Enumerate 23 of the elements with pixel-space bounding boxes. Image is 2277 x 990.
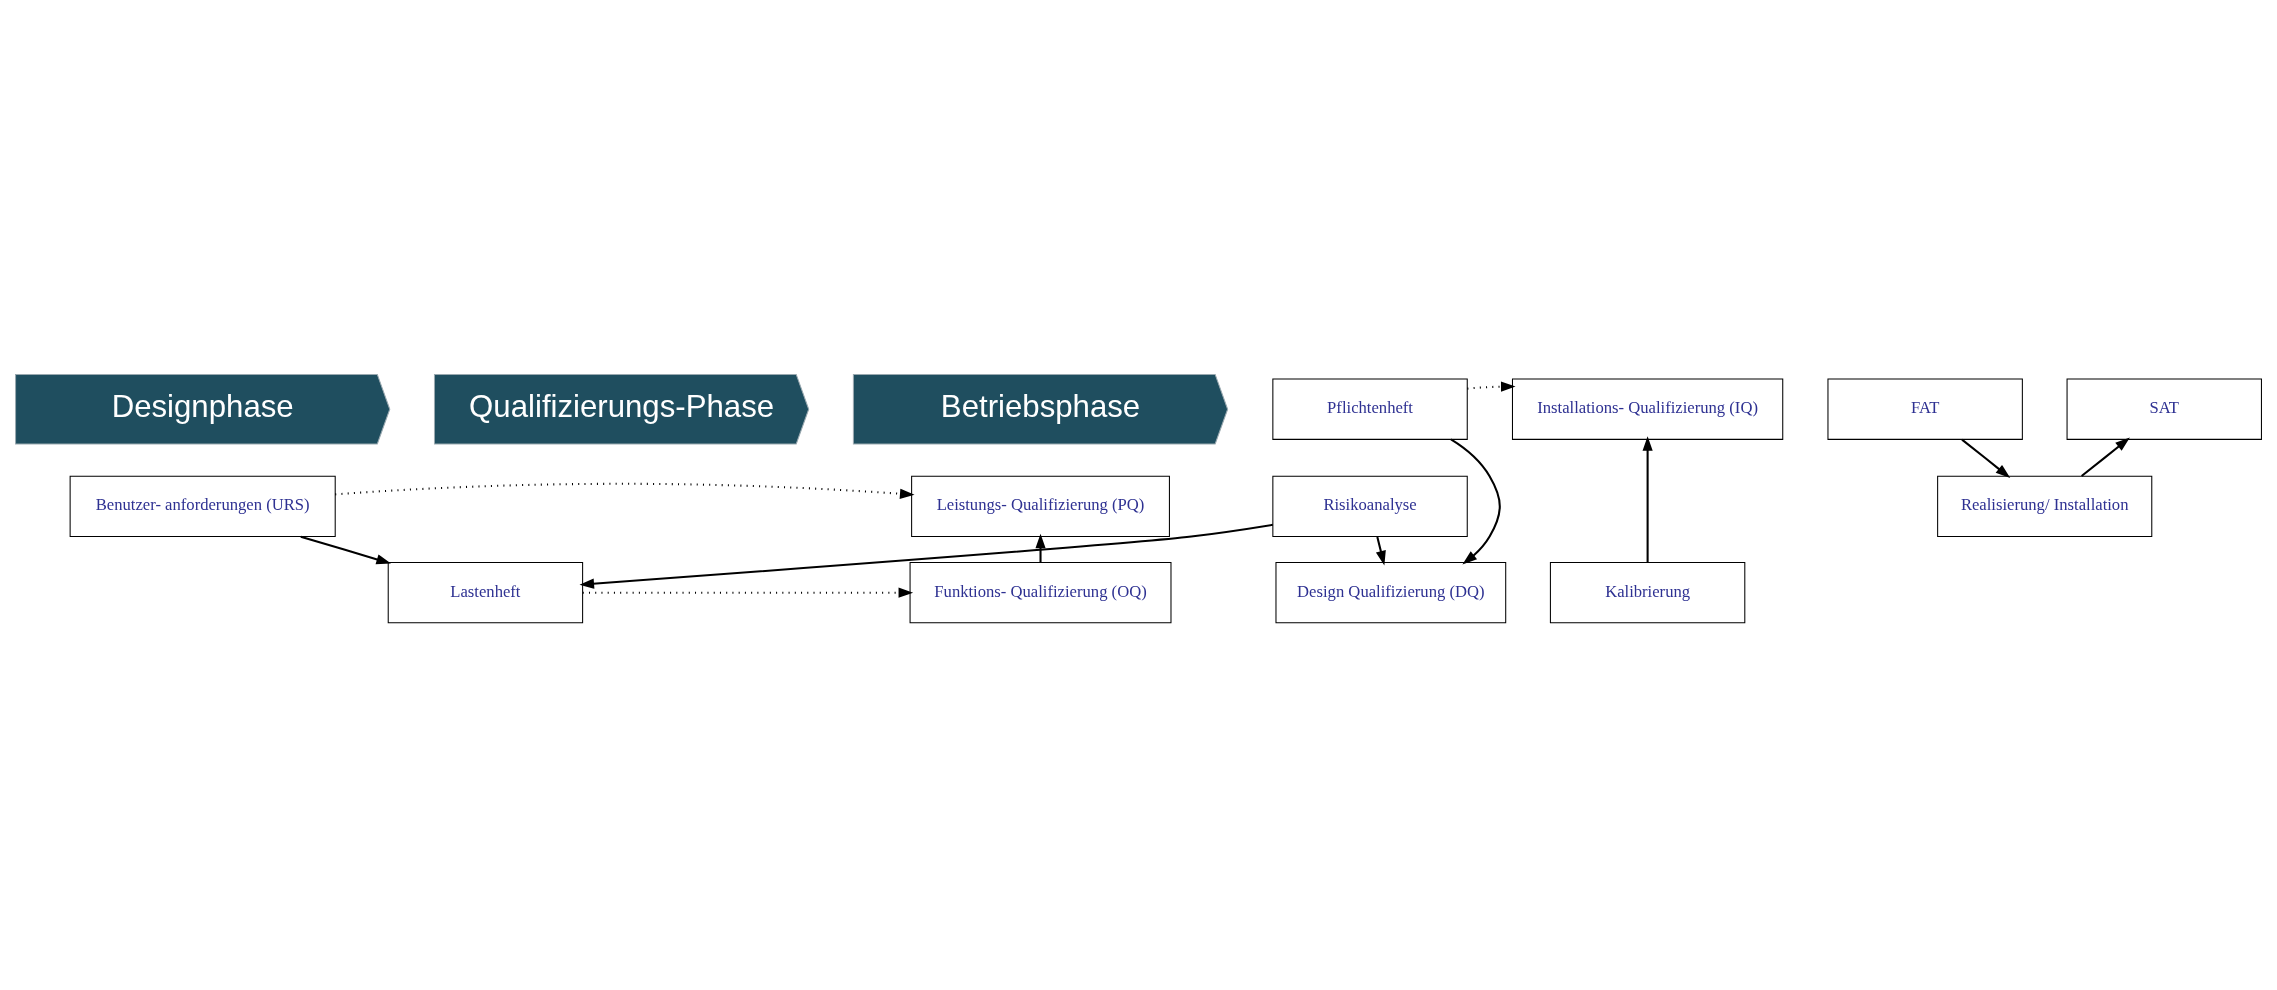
node-box: Pflichtenheft (1272, 378, 1468, 440)
arrow (2081, 437, 2130, 477)
arrow (1375, 536, 1386, 565)
arrow (1467, 381, 1516, 392)
arrow (300, 535, 391, 564)
node-box: Benutzer- anforderungen (URS) (69, 475, 336, 537)
arrow (1035, 533, 1046, 562)
node-box: Installations- Qualifizierung (IQ) (1511, 378, 1784, 440)
node-box: Kalibrierung (1549, 561, 1746, 623)
node-box: Risikoanalyse (1272, 475, 1468, 537)
node-box: FAT (1827, 378, 2023, 440)
node-box: Funktions- Qualifizierung (OQ) (909, 561, 1172, 623)
arrow (579, 523, 1273, 589)
node-box: Realisierung/ Installation (1937, 475, 2153, 537)
arrow (582, 587, 914, 598)
node-box: Lastenheft (387, 561, 584, 623)
arrow (335, 482, 915, 499)
arrow (1450, 438, 1501, 564)
node-box: SAT (2066, 378, 2262, 440)
arrow (1642, 435, 1653, 562)
node-box: Design Qualifizierung (DQ) (1275, 561, 1507, 623)
node-box: Leistungs- Qualifizierung (PQ) (911, 475, 1170, 537)
arrow (1961, 438, 2011, 478)
